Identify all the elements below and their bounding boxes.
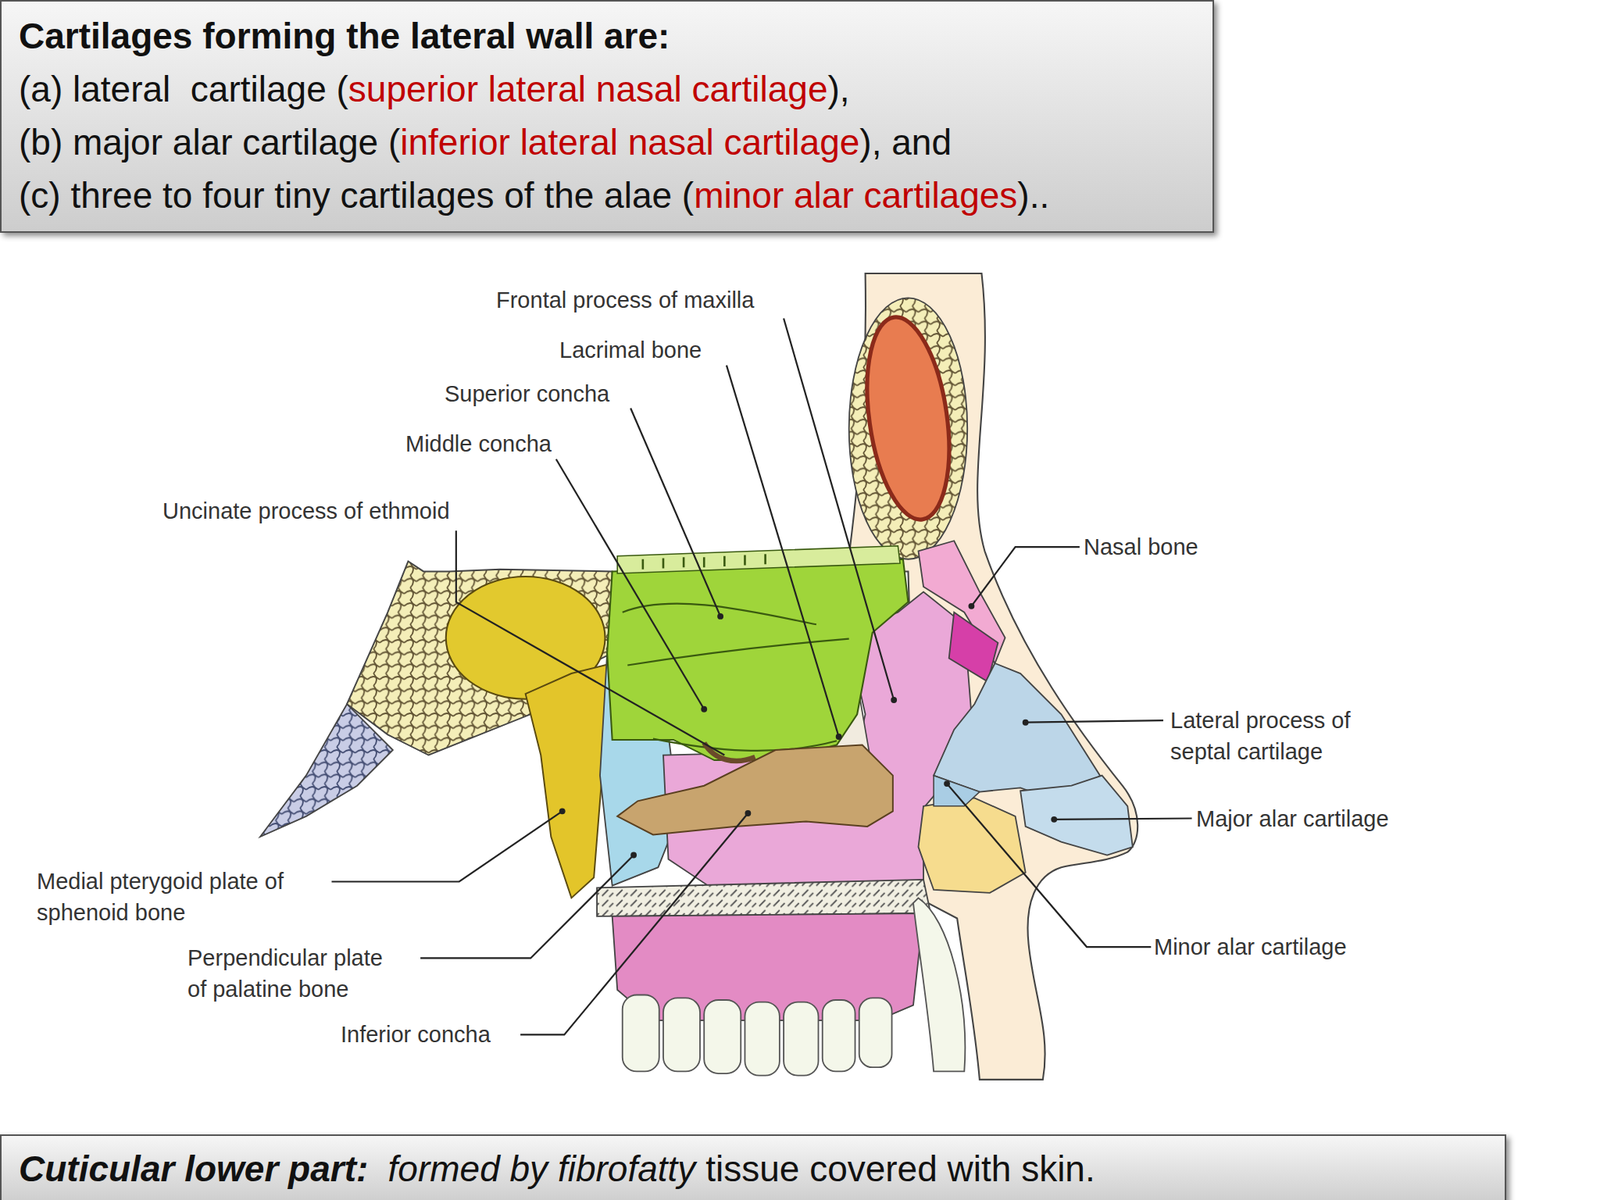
part-label: Middle concha <box>405 428 552 460</box>
body-text: Cartilages forming the lateral wall are: <box>18 15 670 57</box>
leader-line <box>1025 720 1164 723</box>
leader-dots <box>559 603 1058 859</box>
incisor <box>913 897 965 1072</box>
body-text: (b) major alar cartilage ( <box>18 121 400 163</box>
part-label: Major alar cartilage <box>1196 803 1390 835</box>
tooth <box>783 1002 818 1076</box>
text-line: (b) major alar cartilage (inferior later… <box>18 115 1196 169</box>
highlight-text: minor alar cartilages <box>693 175 1018 216</box>
text-box: Cartilages forming the lateral wall are:… <box>0 0 1215 233</box>
text-line: (a) lateral cartilage (superior lateral … <box>18 62 1196 116</box>
leader-dot <box>943 780 950 787</box>
body-text: tissue covered with skin. <box>705 1148 1096 1190</box>
leader-line <box>946 783 1151 947</box>
ethmoid-labyrinth <box>607 559 908 761</box>
text-box: Cuticular lower part: formed by fibrofatt… <box>0 1134 1507 1200</box>
leader-dot <box>559 807 566 815</box>
body-text: (c) three to four tiny cartilages of the… <box>18 175 694 216</box>
body-text: ), <box>827 68 850 110</box>
part-label: Medial pterygoid plate of sphenoid bone <box>36 865 350 929</box>
leader-dot <box>744 810 751 817</box>
leader-line <box>971 546 1079 607</box>
leader-line <box>420 855 634 959</box>
leader-dot <box>630 852 637 859</box>
text-line: Cartilages forming the lateral wall are: <box>18 9 1196 63</box>
cribriform-plate <box>617 546 900 574</box>
part-label: Inferior concha <box>340 1018 491 1050</box>
leader-line <box>520 813 748 1035</box>
tooth <box>703 1000 741 1074</box>
body-text: Cuticular lower part: <box>18 1148 368 1190</box>
leader-dot <box>835 733 843 740</box>
leader-dot <box>717 613 724 620</box>
leader-line <box>726 365 840 737</box>
part-label: Perpendicular plate of palatine bone <box>187 942 395 1005</box>
part-label: Superior concha <box>444 378 610 410</box>
uncinate-process <box>703 742 755 761</box>
part-label: Uncinate process of ethmoid <box>162 495 450 527</box>
frontal-sinus <box>855 311 961 525</box>
part-label: Frontal process of maxilla <box>496 284 754 316</box>
leader-line <box>331 810 562 882</box>
body-text: formed by fibrofatty <box>388 1148 697 1190</box>
part-label: Minor alar cartilage <box>1153 931 1347 963</box>
tooth <box>663 997 700 1072</box>
body-text: ).. <box>1017 175 1050 216</box>
hard-palate <box>596 879 931 917</box>
leader-dot <box>700 706 708 713</box>
tooth <box>622 994 660 1072</box>
body-text: ), and <box>859 121 952 163</box>
leader-line <box>456 530 725 755</box>
cribriform-holes <box>642 553 766 570</box>
part-label: Lacrimal bone <box>559 334 702 366</box>
minor-alar-cartilage <box>933 775 980 807</box>
part-label: Nasal bone <box>1083 531 1199 563</box>
leader-line <box>1053 818 1192 820</box>
leader-line <box>630 407 721 616</box>
highlight-text: inferior lateral nasal cartilage <box>400 121 860 163</box>
frontal-bone <box>849 297 968 559</box>
tooth <box>744 1002 779 1076</box>
tooth <box>822 1000 856 1072</box>
major-alar-cartilage <box>1020 775 1133 856</box>
part-label: Lateral process of septal cartilage <box>1170 704 1405 768</box>
text-line: Cuticular lower part: formed by fibrofatt… <box>18 1145 1488 1193</box>
leader-dot <box>1022 719 1029 726</box>
leader-dot <box>968 603 975 610</box>
concha-outline <box>622 603 850 751</box>
inferior-concha <box>617 744 893 835</box>
leader-line <box>783 318 894 700</box>
leader-dot <box>890 696 897 704</box>
body-text: (a) lateral cartilage ( <box>18 68 349 110</box>
tooth <box>859 997 893 1068</box>
text-line: (c) three to four tiny cartilages of the… <box>18 168 1196 222</box>
highlight-text: superior lateral nasal cartilage <box>348 68 829 110</box>
leader-lines <box>331 318 1192 1036</box>
leader-dot <box>1050 816 1058 823</box>
